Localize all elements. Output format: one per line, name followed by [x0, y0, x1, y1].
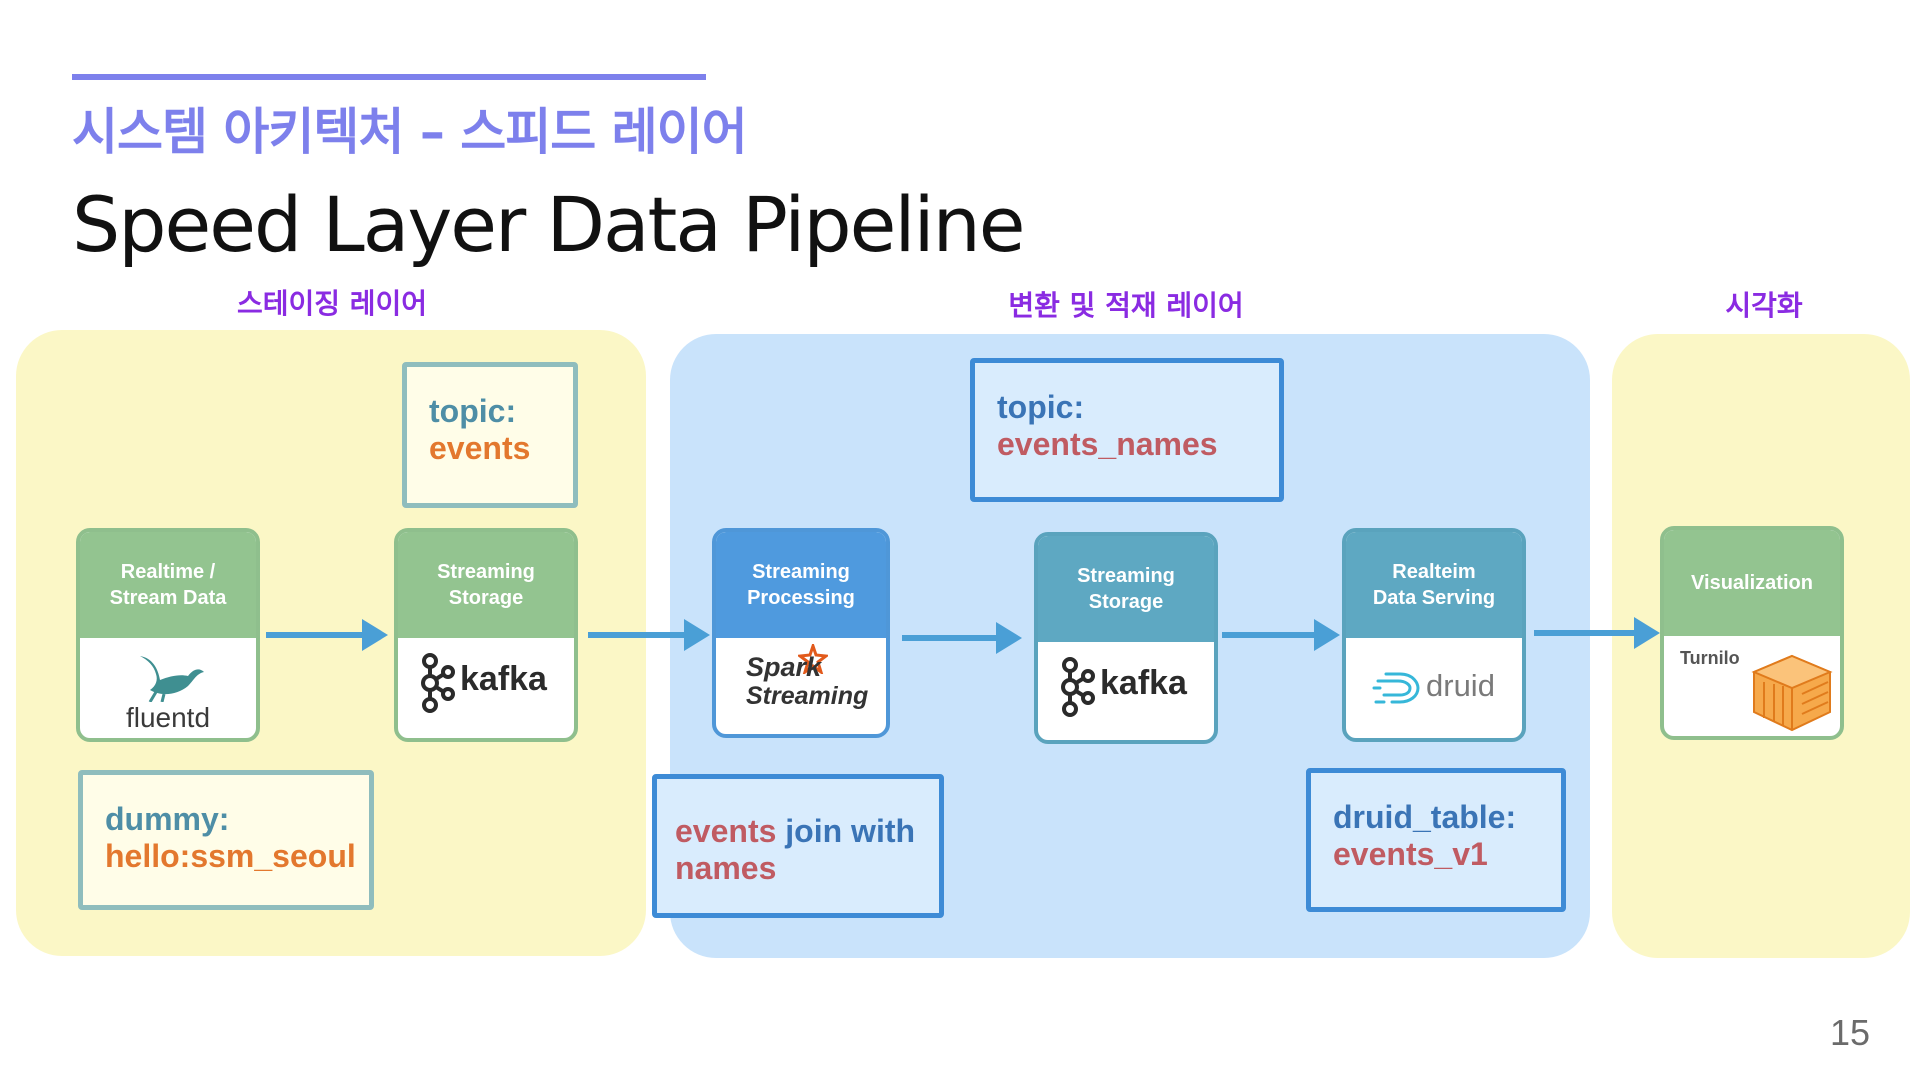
fluentd-bird-icon: [140, 656, 204, 702]
serving-node-label: Realteim Data Serving: [1346, 532, 1522, 638]
topic-names-value: events_names: [997, 426, 1218, 462]
turnilo-box-icon: [1751, 654, 1833, 732]
druid-table-key: druid_table:: [1333, 799, 1517, 835]
topic-names-note: topic: events_names: [970, 358, 1284, 502]
kafka-logo-text: kafka: [1100, 664, 1187, 702]
page-title: Speed Layer Data Pipeline: [72, 180, 1026, 269]
druid-table-note: druid_table: events_v1: [1306, 768, 1566, 912]
processing-node-label: Streaming Processing: [716, 532, 886, 638]
topic-events-value: events: [429, 430, 531, 466]
fluentd-logo-text: fluentd: [125, 702, 211, 733]
topic-events-key: topic:: [429, 393, 517, 429]
turnilo-logo-text: Turnilo: [1680, 648, 1740, 668]
join-note: events join with names: [652, 774, 944, 918]
druid-logo-text: druid: [1426, 668, 1495, 703]
join-names-text: names: [675, 850, 777, 886]
visualization-node-label: Visualization: [1664, 530, 1840, 636]
join-with-text: join with: [776, 813, 916, 849]
druid-icon: [1372, 672, 1420, 704]
streaming-logo-text: Streaming: [746, 682, 869, 710]
topic-events-note: topic: events: [402, 362, 578, 508]
serving-node[interactable]: Realteim Data Serving druid: [1342, 528, 1526, 742]
title-divider: [72, 74, 706, 80]
storage-node-2-label: Streaming Storage: [1038, 536, 1214, 642]
kafka-icon: [1061, 657, 1095, 717]
section-subtitle: 시스템 아키텍처 – 스피드 레이어: [72, 103, 748, 161]
spark-star-icon: [798, 644, 828, 674]
dummy-key: dummy:: [105, 801, 230, 837]
source-node[interactable]: Realtime / Stream Data fluentd: [76, 528, 260, 742]
storage-node-2[interactable]: Streaming Storage kafka: [1034, 532, 1218, 744]
arrowhead-2: [684, 619, 710, 651]
storage-node-1[interactable]: Streaming Storage kafka: [394, 528, 578, 742]
storage-node-1-label: Streaming Storage: [398, 532, 574, 638]
topic-names-key: topic:: [997, 389, 1085, 425]
arrowhead-5: [1634, 617, 1660, 649]
arrowhead-4: [1314, 619, 1340, 651]
druid-table-value: events_v1: [1333, 836, 1488, 872]
dummy-value: hello:ssm_seoul: [105, 838, 356, 874]
page-number: 15: [1829, 1012, 1870, 1053]
spark-logo-text: Spark: [746, 652, 822, 682]
kafka-icon: [421, 653, 455, 713]
processing-node[interactable]: Streaming Processing Spark Streaming: [712, 528, 890, 738]
source-node-label: Realtime / Stream Data: [80, 532, 256, 638]
visualization-layer-label: 시각화: [1725, 289, 1803, 322]
join-events-text: events: [675, 813, 777, 849]
arrowhead-1: [362, 619, 388, 651]
staging-layer-label: 스테이징 레이어: [236, 287, 428, 320]
kafka-logo-text: kafka: [460, 660, 547, 698]
visualization-node[interactable]: Visualization Turnilo: [1660, 526, 1844, 740]
arrowhead-3: [996, 622, 1022, 654]
transform-layer-label: 변환 및 적재 레이어: [1008, 289, 1244, 322]
dummy-note: dummy: hello:ssm_seoul: [78, 770, 374, 910]
